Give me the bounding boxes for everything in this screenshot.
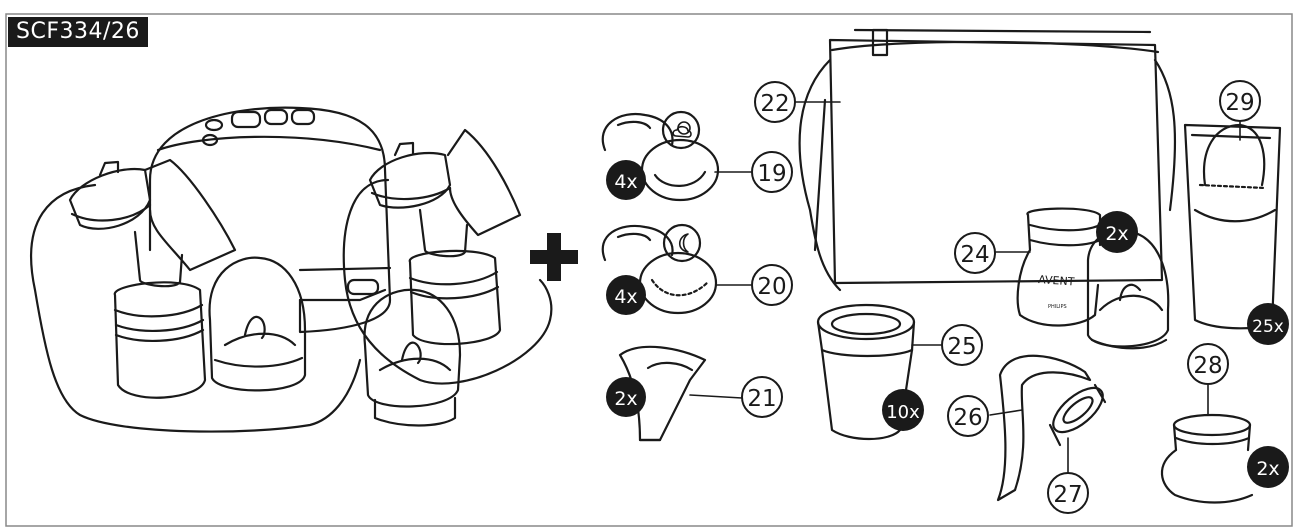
callout-22-number: 22 <box>760 91 789 117</box>
bottle-brand-label: AVENT <box>1038 273 1075 289</box>
callout-21-number: 21 <box>747 386 776 412</box>
quantity-badge-29-text: 25x <box>1252 317 1284 337</box>
callout-25-number: 25 <box>947 334 976 360</box>
quantity-badge-25: 10x <box>882 389 924 431</box>
pump-tubing <box>30 178 553 433</box>
pump-display-icon <box>201 108 316 147</box>
callout-24-number: 24 <box>960 242 989 268</box>
quantity-badge-20-text: 4x <box>614 286 637 308</box>
callout-29: 29 <box>1219 80 1261 122</box>
callout-22: 22 <box>754 81 796 123</box>
right-breast-pump-kit <box>368 128 522 346</box>
moon-icon <box>678 233 689 253</box>
left-breast-pump-kit <box>68 158 237 399</box>
quantity-badge-29: 25x <box>1247 303 1289 345</box>
quantity-badge-28-text: 2x <box>1256 458 1279 480</box>
callout-27: 27 <box>1047 472 1089 514</box>
bottle-sub-label: PHILIPS <box>1048 304 1067 310</box>
callout-21: 21 <box>741 376 783 418</box>
storage-bag <box>1183 123 1282 330</box>
quantity-badge-24: 2x <box>1096 211 1138 253</box>
callout-28-number: 28 <box>1193 353 1222 379</box>
quantity-badge-21-text: 2x <box>614 388 637 410</box>
sealing-disc <box>1048 383 1107 447</box>
cooler-bag <box>798 28 1177 292</box>
model-number-label: SCF334/26 <box>8 17 148 47</box>
callout-27-number: 27 <box>1053 482 1082 508</box>
callout-26-number: 26 <box>953 405 982 431</box>
callout-19-number: 19 <box>757 161 786 187</box>
callout-25: 25 <box>941 324 983 366</box>
bottle-handle <box>996 354 1092 502</box>
callout-29-number: 29 <box>1225 90 1254 116</box>
callout-20: 20 <box>751 264 793 306</box>
night-breast-pads <box>601 223 718 315</box>
quantity-badge-24-text: 2x <box>1105 223 1128 245</box>
leader-lines <box>689 101 1241 474</box>
pump-motor-unit <box>148 106 392 334</box>
sun-cloud-icon <box>672 121 692 138</box>
callout-26: 26 <box>947 395 989 437</box>
callout-28: 28 <box>1187 343 1229 385</box>
callout-20-number: 20 <box>757 274 786 300</box>
quantity-badge-28: 2x <box>1247 446 1289 488</box>
day-breast-pads <box>601 110 720 202</box>
quantity-badge-21: 2x <box>606 377 646 417</box>
container-adapter <box>1160 413 1254 504</box>
diagram-border <box>5 13 1293 527</box>
callout-19: 19 <box>751 151 793 193</box>
quantity-badge-25-text: 10x <box>886 402 920 423</box>
quantity-badge-19: 4x <box>606 160 646 200</box>
quantity-badge-19-text: 4x <box>614 171 637 193</box>
plus-icon <box>530 233 578 281</box>
callout-24: 24 <box>954 232 996 274</box>
quantity-badge-20: 4x <box>606 275 646 315</box>
teat-cap-left <box>208 256 307 392</box>
teat-cap-right <box>363 288 462 427</box>
